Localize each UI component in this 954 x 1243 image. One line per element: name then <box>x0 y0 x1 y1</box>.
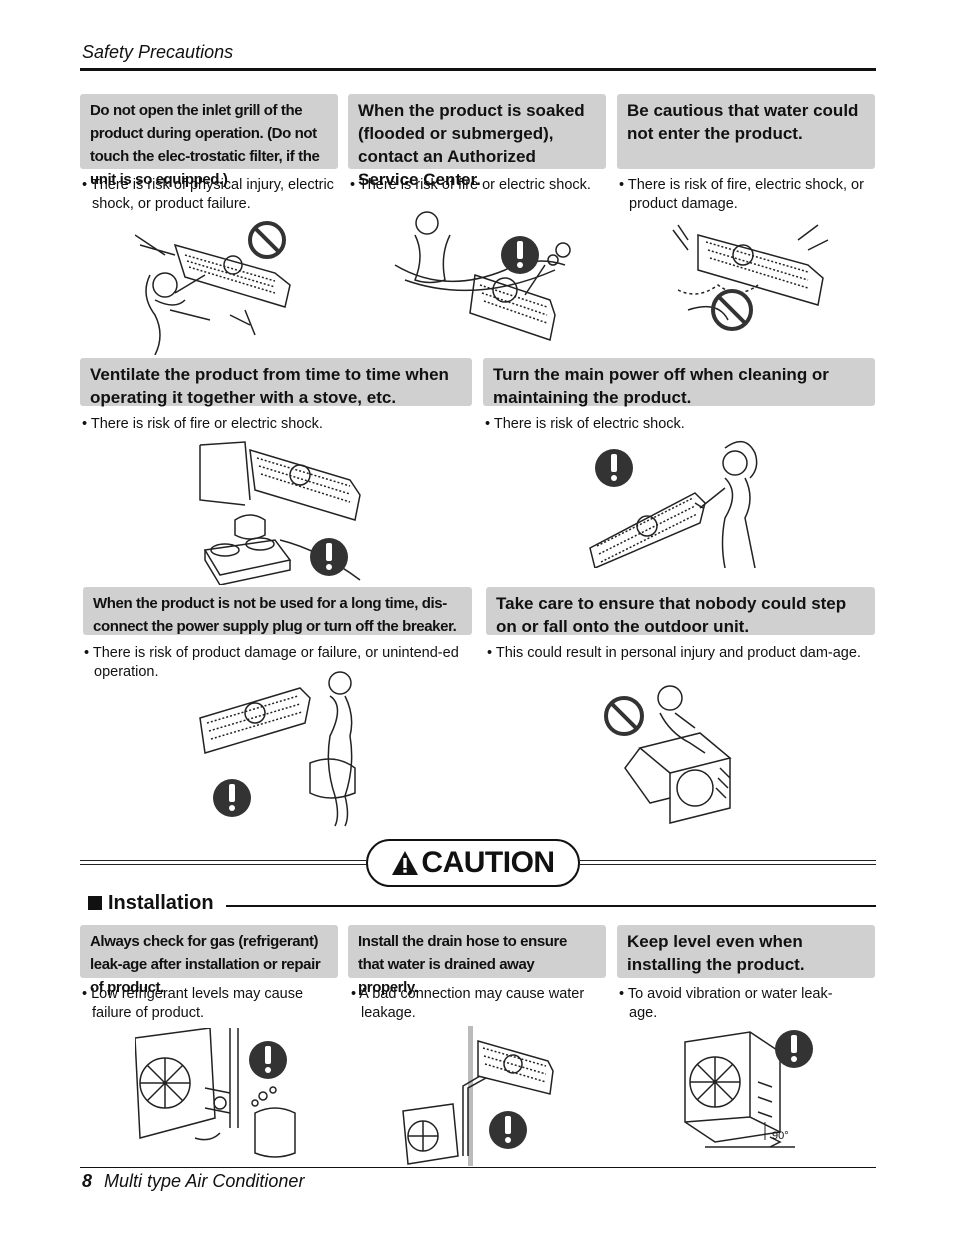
card-bullet-gas-leak: • Low refrigerant levels may cause failu… <box>82 986 304 1021</box>
illustration-long-absence <box>199 671 356 827</box>
exclamation-icon <box>249 1041 287 1079</box>
card-heading-ventilate: Ventilate the product from time to time … <box>80 358 472 407</box>
caution-rule-right-bottom <box>580 864 876 865</box>
caution-banner: CAUTION <box>366 839 580 887</box>
card-bullet-inlet-grill: • There is risk of physical injury, elec… <box>82 177 334 212</box>
prohibit-icon <box>711 289 753 331</box>
card-bullet-drain-hose: • A bad connection may cause water leaka… <box>351 986 585 1021</box>
card-bullet-unused: • There is risk of product damage or fai… <box>84 645 459 680</box>
prohibit-icon <box>248 221 286 259</box>
illustration-flooded-unit <box>394 211 571 341</box>
illustration-gas-check <box>135 1028 296 1158</box>
warning-triangle-icon <box>392 851 419 875</box>
card-heading-soaked: When the product is soaked (flooded or s… <box>348 94 606 189</box>
page-footer: 8 Multi type Air Conditioner <box>82 1171 304 1192</box>
exclamation-icon <box>310 538 348 576</box>
card-bullet-water: • There is risk of fire, electric shock,… <box>619 177 864 212</box>
exclamation-icon <box>489 1111 527 1149</box>
card-heading-drain-hose: Install the drain hose to ensure that wa… <box>348 925 606 996</box>
prohibit-icon <box>604 696 644 736</box>
header-divider <box>80 68 876 71</box>
exclamation-icon <box>501 236 539 274</box>
exclamation-icon <box>775 1030 813 1068</box>
illustration-step-on-unit <box>604 685 732 824</box>
caution-rule-left-top <box>80 860 366 861</box>
card-heading-water: Be cautious that water could not enter t… <box>617 94 875 169</box>
footer-title: Multi type Air Conditioner <box>104 1171 305 1191</box>
section-title-installation: Installation <box>88 892 214 915</box>
illustration-level-unit: 90° <box>684 1030 813 1148</box>
card-bullet-ventilate: • There is risk of fire or electric shoc… <box>82 416 323 432</box>
illustration-drain-hose <box>402 1026 554 1166</box>
angle-label: 90° <box>772 1130 789 1142</box>
card-heading-level: Keep level even when installing the prod… <box>617 925 875 978</box>
caution-rule-right-top <box>580 860 876 861</box>
page-number: 8 <box>82 1171 93 1191</box>
card-heading-inlet-grill: Do not open the inlet grill of the produ… <box>80 94 338 188</box>
caution-label: CAUTION <box>421 846 555 879</box>
illustration-cleaning <box>589 440 758 568</box>
card-heading-gas-leak: Always check for gas (refrigerant) leak-… <box>80 925 338 996</box>
exclamation-icon <box>213 779 251 817</box>
card-bullet-power-off: • There is risk of electric shock. <box>485 416 685 432</box>
exclamation-icon <box>595 449 633 487</box>
illustration-open-grill <box>135 221 291 355</box>
footer-divider <box>80 1167 876 1168</box>
page-header-title: Safety Precautions <box>82 42 234 62</box>
caution-rule-left-bottom <box>80 864 366 865</box>
square-bullet-icon <box>88 896 102 910</box>
section-divider <box>226 905 876 907</box>
card-heading-step-on: Take care to ensure that nobody could st… <box>486 587 875 636</box>
card-bullet-step-on: • This could result in personal injury a… <box>487 645 861 661</box>
card-bullet-soaked: • There is risk of fire or electric shoc… <box>350 177 591 193</box>
illustration-water-unit <box>672 224 829 331</box>
card-bullet-level: • To avoid vibration or water leak-age. <box>619 986 833 1021</box>
illustration-stove <box>199 441 361 585</box>
card-heading-power-off: Turn the main power off when cleaning or… <box>483 358 875 407</box>
card-heading-unused: When the product is not be used for a lo… <box>83 587 472 635</box>
